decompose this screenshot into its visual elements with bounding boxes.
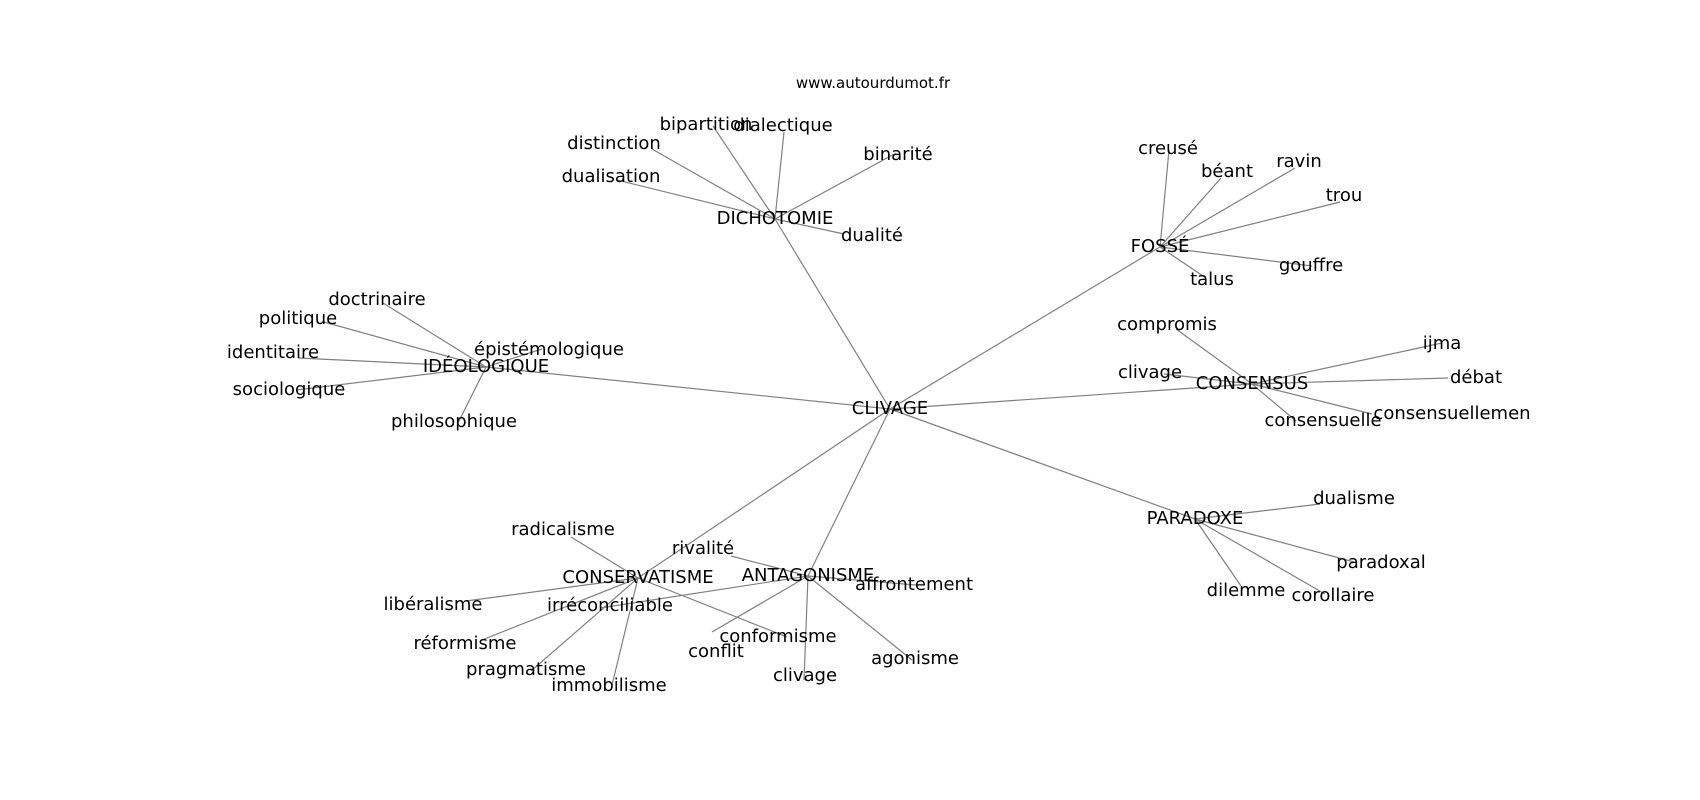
edge-consensus-leaf (1251, 383, 1297, 422)
hub-node-conservatisme[interactable]: CONSERVATISME (562, 567, 713, 588)
edge-center-dichotomie (774, 218, 891, 410)
leaf-node[interactable]: trou (1326, 185, 1362, 206)
leaf-node[interactable]: conflit (688, 641, 744, 662)
edge-fosse-leaf (1159, 177, 1222, 248)
leaf-node[interactable]: ijma (1423, 333, 1462, 354)
leaf-node[interactable]: compromis (1117, 314, 1217, 335)
edge-antagonisme-leaf (711, 575, 809, 633)
hub-node-consensus[interactable]: CONSENSUS (1196, 373, 1309, 394)
leaf-node[interactable]: débat (1450, 367, 1502, 388)
edge-ideologique-leaf (297, 357, 487, 368)
edge-consensus-leaf (1175, 328, 1253, 385)
edge-dichotomie-leaf (774, 152, 897, 220)
edges-layer (295, 125, 1449, 686)
edge-ideologique-leaf (457, 366, 487, 424)
leaf-node[interactable]: pragmatisme (466, 659, 586, 680)
leaf-node[interactable]: dualisme (1313, 488, 1395, 509)
edge-ideologique-leaf (382, 302, 487, 368)
edge-ideologique-leaf (323, 321, 487, 368)
edge-fosse-leaf (1159, 149, 1170, 248)
edge-dichotomie-leaf (712, 125, 776, 220)
leaf-node[interactable]: bipartition (660, 114, 753, 135)
leaf-node[interactable]: immobilisme (551, 675, 667, 696)
leaf-node[interactable]: talus (1190, 269, 1234, 290)
leaf-node[interactable]: politique (259, 308, 337, 329)
edge-dichotomie-leaf (774, 131, 785, 220)
hub-node-paradoxe[interactable]: PARADOXE (1147, 508, 1244, 529)
leaf-node[interactable]: corollaire (1291, 585, 1374, 606)
hub-node-antagonisme[interactable]: ANTAGONISME (742, 565, 875, 586)
edge-dichotomie-leaf (616, 179, 776, 220)
leaf-node[interactable]: doctrinaire (328, 289, 425, 310)
edge-conservatisme-leaf (481, 577, 639, 641)
edge-fosse-leaf (1159, 167, 1296, 248)
edge-antagonisme-leaf (730, 555, 809, 577)
leaf-node[interactable]: agonisme (871, 648, 959, 669)
edge-paradoxe-leaf (1194, 503, 1321, 520)
edge-antagonisme-leaf (803, 575, 809, 681)
leaf-node[interactable]: consensuellemen (1373, 403, 1530, 424)
edge-fosse-leaf (1159, 246, 1313, 267)
edge-ideologique-leaf (485, 348, 543, 368)
leaf-node[interactable]: ravin (1276, 151, 1322, 172)
hub-node-fosse[interactable]: FOSSÉ (1131, 235, 1190, 257)
leaf-node[interactable]: gouffre (1279, 255, 1343, 276)
edge-paradoxe-leaf (1194, 518, 1355, 563)
edge-fosse-leaf (1159, 201, 1341, 248)
edge-fosse-leaf (1159, 246, 1207, 279)
edge-antagonisme-leaf (599, 575, 809, 609)
hub-node-ideologique[interactable]: IDÉOLOGIQUE (423, 355, 549, 377)
edge-conservatisme-leaf (637, 577, 788, 638)
leaf-node[interactable]: distinction (567, 133, 661, 154)
leaf-node[interactable]: clivage (1118, 362, 1182, 383)
edge-ideologique-leaf (295, 366, 487, 391)
leaf-node[interactable]: béant (1201, 161, 1253, 182)
edge-dichotomie-leaf (774, 218, 845, 235)
center-node-label[interactable]: CLIVAGE (852, 398, 928, 419)
hub-node-dichotomie[interactable]: DICHOTOMIE (717, 208, 834, 229)
leaf-node[interactable]: libéralisme (384, 594, 483, 615)
leaf-node[interactable]: philosophique (391, 411, 517, 432)
edge-consensus-leaf (1251, 377, 1449, 385)
leaf-node[interactable]: binarité (863, 144, 932, 165)
edge-consensus-leaf (1251, 383, 1373, 415)
leaf-node[interactable]: creusé (1138, 138, 1198, 159)
edge-antagonisme-leaf (807, 575, 917, 586)
watermark-text: www.autourdumot.fr (796, 74, 951, 92)
leaf-node[interactable]: dualisation (562, 166, 661, 187)
edge-consensus-leaf (1163, 373, 1253, 385)
leaf-node[interactable]: affrontement (855, 574, 973, 595)
leaf-node[interactable]: consensuelle (1264, 410, 1381, 431)
leaf-node[interactable]: irréconciliable (547, 595, 673, 616)
leaf-node[interactable]: dialectique (733, 115, 832, 136)
leaf-node[interactable]: dualité (841, 225, 903, 246)
edge-paradoxe-leaf (1194, 518, 1326, 595)
edge-consensus-leaf (1251, 342, 1443, 385)
edge-center-antagonisme (807, 408, 891, 577)
leaf-node[interactable]: clivage (773, 665, 837, 686)
leaf-node[interactable]: épistémologique (474, 339, 624, 360)
edge-conservatisme-leaf (570, 536, 639, 579)
edge-center-ideologique (485, 366, 891, 410)
leaf-node[interactable]: paradoxal (1336, 552, 1425, 573)
leaf-node[interactable]: rivalité (672, 538, 734, 559)
leaf-node[interactable]: identitaire (227, 342, 319, 363)
leaf-node[interactable]: sociologique (233, 379, 346, 400)
edge-center-fosse (889, 246, 1161, 410)
edge-center-conservatisme (637, 408, 891, 579)
edge-conservatisme-leaf (611, 577, 639, 686)
edge-center-paradoxe (889, 408, 1196, 520)
edge-conservatisme-leaf (530, 577, 639, 672)
leaf-node[interactable]: radicalisme (511, 519, 615, 540)
leaf-node[interactable]: conformisme (719, 626, 836, 647)
leaf-node[interactable]: dilemme (1207, 580, 1286, 601)
edge-dichotomie-leaf (651, 148, 776, 220)
edge-paradoxe-leaf (1194, 518, 1242, 587)
edge-conservatisme-leaf (465, 577, 639, 602)
leaf-node[interactable]: réformisme (413, 633, 516, 654)
edge-antagonisme-leaf (807, 575, 913, 661)
edge-center-consensus (889, 383, 1253, 410)
